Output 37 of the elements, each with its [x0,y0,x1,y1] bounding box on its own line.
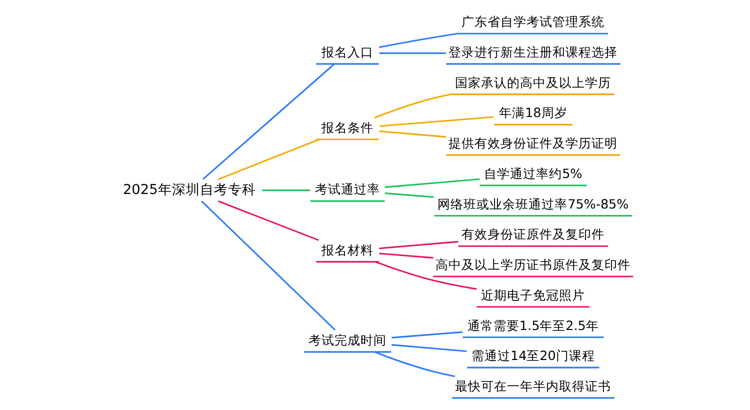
connector [201,200,336,331]
connector [374,93,452,119]
connector [392,331,463,338]
connector [202,64,335,180]
node-text: 通常需要1.5年至2.5年 [467,318,599,334]
node-text: 广东省自学考试管理系统 [462,15,605,30]
connector [384,192,434,198]
node-text: 高中及以上学历证书原件及复印件 [436,258,631,274]
connector [378,32,458,48]
connector [379,252,434,259]
node-text: 网络班或业余班通过率75%-85% [438,197,629,212]
node-text: 需通过14至20门课程 [471,349,595,364]
node-text: 自学通过率约5% [484,166,582,182]
node-text: 最快可在一年半内取得证书 [455,380,612,395]
connector [218,138,320,180]
connector [379,130,446,138]
node-text: 年满18周岁 [499,106,568,122]
node-text: 登录进行新生注册和课程选择 [448,46,618,61]
node-text: 国家承认的高中及以上学历 [455,76,612,91]
connector [384,178,480,188]
node-text: 2025年深圳自考专科 [122,182,256,198]
node-text: 报名材料 [322,243,374,258]
connector [376,261,477,290]
node-text: 近期电子免冠照片 [481,288,586,304]
node-text: 报名条件 [322,120,374,136]
node-text: 考试完成时间 [308,333,387,348]
connector [374,351,456,378]
node-text: 报名入口 [322,46,374,61]
connector [379,240,458,250]
connector [218,200,319,241]
connector [379,116,494,127]
connector [379,52,446,54]
node-text: 提供有效身份证件及学历证明 [448,136,618,152]
connector [262,190,310,192]
node-text: 考试通过率 [315,182,380,198]
node-text: 有效身份证原件及复印件 [462,228,605,243]
connector [392,344,467,352]
